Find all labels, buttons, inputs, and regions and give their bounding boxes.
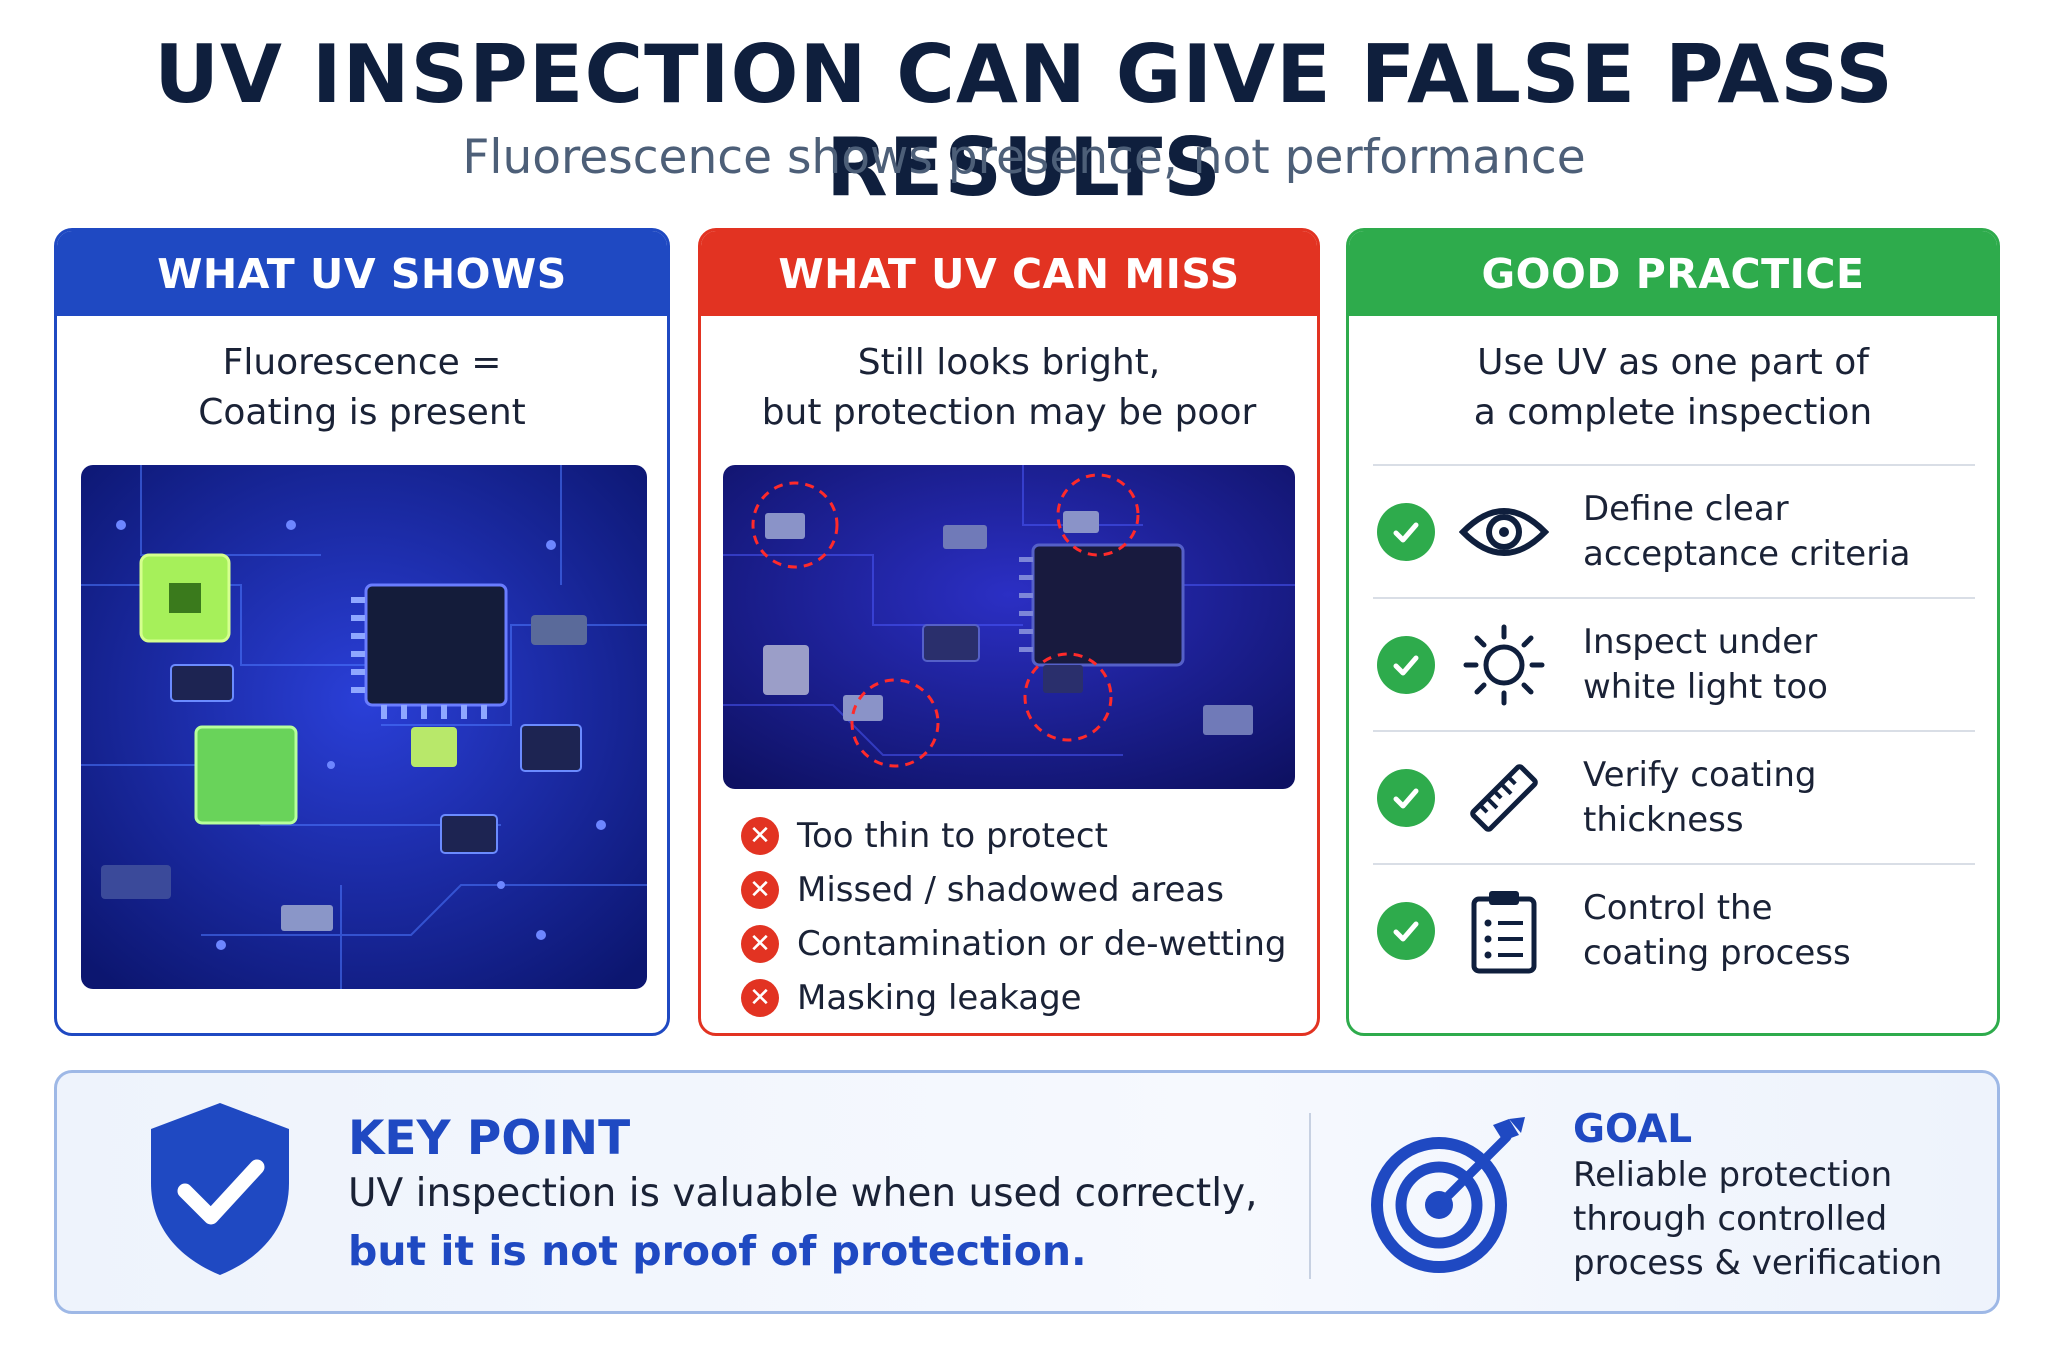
card-good-practice: GOOD PRACTICE Use UV as one part of a co… xyxy=(1346,228,2000,1036)
shield-check-icon xyxy=(145,1099,295,1283)
list-item: Control the coating process xyxy=(1373,863,1975,996)
card-subtext: Use UV as one part of a complete inspect… xyxy=(1349,316,1997,438)
page-subtitle: Fluorescence shows presence, not perform… xyxy=(462,130,1586,185)
key-point-text: UV inspection is valuable when used corr… xyxy=(348,1171,1258,1216)
divider xyxy=(1309,1113,1311,1279)
card-heading: GOOD PRACTICE xyxy=(1349,231,1997,316)
list-item: ✕ Masking leakage xyxy=(741,971,1286,1025)
key-point-title: KEY POINT xyxy=(348,1111,631,1166)
list-item: Define clear acceptance criteria xyxy=(1373,464,1975,597)
list-item-text: Verify coating thickness xyxy=(1583,754,1817,840)
card-subtext: Fluorescence = Coating is present xyxy=(57,316,667,438)
goal-text: Reliable protection through controlled p… xyxy=(1573,1155,1943,1283)
card-subtext-line: Coating is present xyxy=(198,392,526,433)
check-circle-icon xyxy=(1377,768,1435,827)
list-item: ✕ Too thin to protect xyxy=(741,809,1286,863)
card-subtext: Still looks bright, but protection may b… xyxy=(701,316,1317,438)
card-subtext-line: Use UV as one part of xyxy=(1477,342,1869,383)
x-circle-icon: ✕ xyxy=(741,817,779,855)
check-circle-icon xyxy=(1377,635,1435,694)
good-practice-list: Define clear acceptance criteria Inspect… xyxy=(1373,464,1975,996)
card-heading: WHAT UV CAN MISS xyxy=(701,231,1317,316)
pcb-uv-photo-with-defect-circles xyxy=(723,465,1295,789)
card-heading: WHAT UV SHOWS xyxy=(57,231,667,316)
x-circle-icon: ✕ xyxy=(741,871,779,909)
check-circle-icon xyxy=(1377,502,1435,561)
card-subtext-line: Fluorescence = xyxy=(222,342,502,383)
list-item: Verify coating thickness xyxy=(1373,730,1975,863)
list-item: ✕ Contamination or de-wetting xyxy=(741,917,1286,971)
x-circle-icon: ✕ xyxy=(741,979,779,1017)
card-subtext-line: but protection may be poor xyxy=(761,392,1257,433)
list-item-text: Contamination or de-wetting xyxy=(797,924,1287,964)
pcb-uv-photo xyxy=(81,465,647,989)
sun-icon xyxy=(1459,620,1549,710)
target-arrow-icon xyxy=(1369,1115,1529,1279)
card-subtext-line: Still looks bright, xyxy=(857,342,1161,383)
card-what-uv-can-miss: WHAT UV CAN MISS Still looks bright, but… xyxy=(698,228,1320,1036)
list-item-text: Too thin to protect xyxy=(797,816,1108,856)
goal-title: GOAL xyxy=(1573,1107,1693,1152)
card-subtext-line: a complete inspection xyxy=(1473,392,1873,433)
check-circle-icon xyxy=(1377,901,1435,960)
list-item: Inspect under white light too xyxy=(1373,597,1975,730)
list-item-text: Masking leakage xyxy=(797,978,1082,1018)
ruler-icon xyxy=(1459,753,1549,843)
page-title: UV INSPECTION CAN GIVE FALSE PASS RESULT… xyxy=(154,28,1894,214)
miss-list: ✕ Too thin to protect ✕ Missed / shadowe… xyxy=(741,809,1286,1025)
key-point-banner: KEY POINT UV inspection is valuable when… xyxy=(54,1070,2000,1314)
clipboard-icon xyxy=(1459,886,1549,976)
list-item-text: Control the coating process xyxy=(1583,887,1851,973)
list-item: ✕ Missed / shadowed areas xyxy=(741,863,1286,917)
key-point-emphasis: but it is not proof of protection. xyxy=(348,1227,1087,1275)
card-what-uv-shows: WHAT UV SHOWS Fluorescence = Coating is … xyxy=(54,228,670,1036)
list-item-text: Define clear acceptance criteria xyxy=(1583,488,1911,574)
list-item-text: Inspect under white light too xyxy=(1583,621,1828,707)
list-item-text: Missed / shadowed areas xyxy=(797,870,1224,910)
eye-icon xyxy=(1459,487,1549,577)
x-circle-icon: ✕ xyxy=(741,925,779,963)
